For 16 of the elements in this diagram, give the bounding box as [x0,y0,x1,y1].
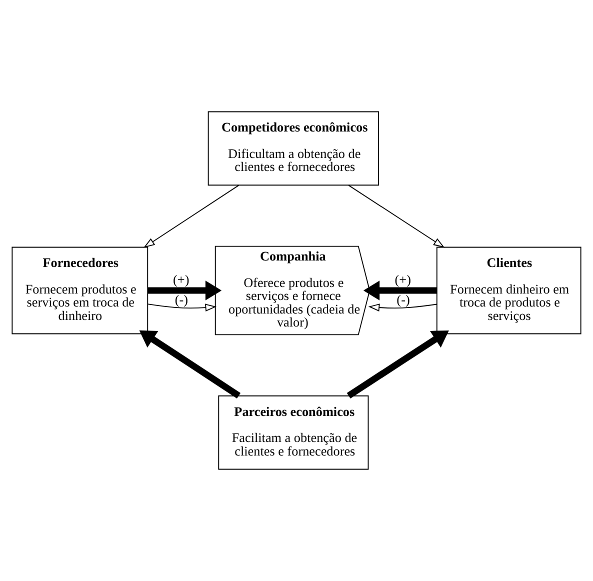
edge-label: (-) [396,292,410,307]
edge-label: (+) [394,272,411,288]
arrow [368,304,438,312]
arrow [147,304,217,312]
edge-label: (-) [174,292,188,307]
arrow [346,330,449,398]
node-box: Competidores econômicos Dificultam a obtenção de clientes e fornecedores [208,111,380,186]
arrow [363,280,437,300]
arrow [144,184,240,248]
edge-label: (+) [173,272,190,288]
node-box: Fornecedores Fornecem produtos e serviços em troca de dinheiro [12,246,148,334]
node-box: Clientes Fornecem dinheiro em troca de produtos e serviços [436,246,582,334]
arrow [139,330,241,398]
arrow [348,184,445,248]
node-box: Parceiros econômicos Facilitam a obtenção de clientes e fornecedores [218,395,369,470]
arrow [148,280,222,300]
